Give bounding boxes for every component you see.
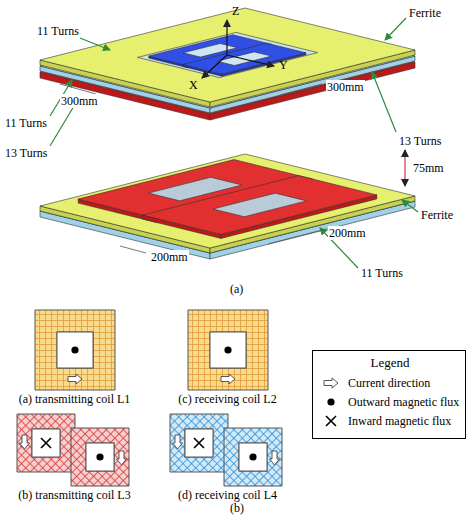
coil-winding	[17, 414, 75, 472]
current-arrow	[269, 451, 279, 465]
dd-coil	[183, 43, 306, 74]
coil-window	[210, 332, 246, 368]
coil-winding	[170, 414, 228, 472]
dd-coil-view	[166, 412, 290, 488]
part-label: 13 Turns	[4, 146, 48, 160]
legend-entry: Outward magnetic flux	[319, 394, 461, 410]
outward-flux-dot	[96, 453, 103, 460]
outward-flux-dot	[224, 346, 231, 353]
part-label: (b)	[229, 501, 245, 515]
part-label: X	[188, 78, 199, 92]
legend-sample	[319, 413, 343, 429]
part-label: 300mm	[60, 94, 99, 108]
current-arrow	[324, 378, 338, 388]
legend-title: Legend	[319, 355, 461, 371]
inward-flux-cross	[41, 438, 51, 448]
coil-winding	[71, 428, 129, 486]
part-label: Y	[278, 58, 289, 72]
current-arrow	[116, 451, 126, 465]
current-arrow	[68, 374, 82, 384]
coil-winding	[188, 310, 268, 390]
coil-panel: (d) receiving coil L4	[155, 412, 300, 502]
outward-flux-dot	[327, 398, 334, 405]
part-label: 200mm	[150, 250, 189, 264]
square-coil-view	[33, 308, 117, 392]
inward-flux-cross	[326, 416, 336, 426]
leader-lines	[50, 18, 418, 268]
part-label: Ferrite	[408, 6, 442, 20]
coil-window	[185, 429, 213, 457]
legend-text: Inward magnetic flux	[348, 414, 451, 428]
legend-text: Outward magnetic flux	[348, 395, 459, 409]
part-label: 75mm	[412, 161, 445, 175]
part-label: 11 Turns	[4, 116, 48, 130]
legend-sample	[319, 394, 343, 410]
square-coil	[40, 8, 415, 102]
dd-coil-view	[13, 412, 137, 488]
current-arrow	[19, 435, 29, 449]
coil-window	[57, 332, 93, 368]
square-coil	[40, 154, 415, 248]
coil-panel: (a) transmitting coil L1	[2, 308, 147, 406]
coil-caption: (b) transmitting coil L3	[2, 488, 147, 502]
coil-window	[86, 443, 114, 471]
part-label: 300mm	[326, 80, 365, 94]
axis-lines	[202, 20, 274, 78]
coil-winding	[224, 428, 282, 486]
current-arrow	[221, 374, 235, 384]
part-label: Ferrite	[420, 208, 454, 222]
part-label: 11 Turns	[36, 24, 80, 38]
current-arrow	[172, 435, 182, 449]
coil-caption: (a) transmitting coil L1	[2, 392, 147, 406]
dimension-ticks	[60, 84, 326, 253]
dd-coil	[213, 193, 307, 217]
coil-winding	[35, 310, 115, 390]
legend-sample	[319, 375, 343, 391]
coil-caption: (c) receiving coil L2	[155, 392, 300, 406]
coil-window	[32, 429, 60, 457]
coil-panel: (b) transmitting coil L3	[2, 412, 147, 502]
part-label: 13 Turns	[398, 134, 442, 148]
inward-flux-cross	[194, 438, 204, 448]
outward-flux-dot	[71, 346, 78, 353]
part-label: 200mm	[328, 226, 367, 240]
legend-box: LegendCurrent directionOutward magnetic …	[312, 350, 466, 439]
outward-flux-dot	[249, 453, 256, 460]
part-label: 11 Turns	[360, 266, 404, 280]
legend-text: Current direction	[348, 376, 430, 390]
legend-entry: Current direction	[319, 375, 461, 391]
legend-entry: Inward magnetic flux	[319, 413, 461, 429]
coil-window	[239, 443, 267, 471]
square-coil-view	[186, 308, 270, 392]
part-label: Z	[231, 4, 240, 18]
coil-caption: (d) receiving coil L4	[155, 488, 300, 502]
dimension-lines	[404, 150, 405, 186]
coil-panel: (c) receiving coil L2	[155, 308, 300, 406]
part-label: (a)	[229, 282, 244, 296]
